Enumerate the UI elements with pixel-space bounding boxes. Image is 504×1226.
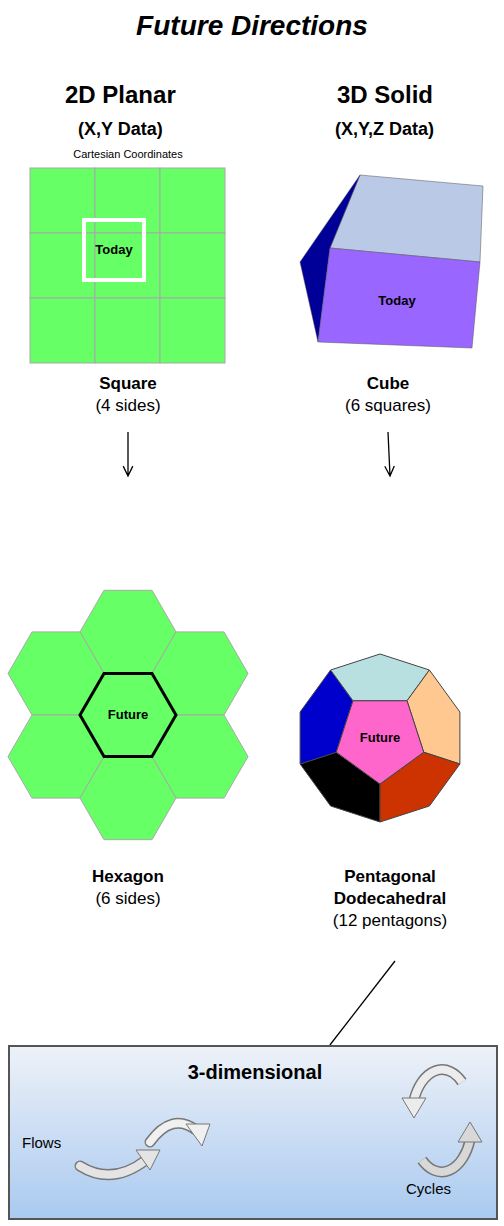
node-text: (6 squares)	[290, 395, 486, 417]
node-text: Future	[360, 730, 400, 747]
down-arrow	[385, 432, 395, 476]
front-pentagon	[336, 701, 423, 784]
center-hexagon	[80, 673, 176, 756]
leader-line	[330, 961, 395, 1045]
cube-group: Cube(6 squares) Today	[290, 165, 486, 428]
node-text: Hexagon	[0, 866, 256, 888]
node-text: Future	[108, 707, 148, 724]
node-text: (6 sides)	[0, 888, 256, 910]
flows-label: Flows	[22, 1134, 61, 1151]
node-text: (4 sides)	[20, 395, 236, 417]
node-text: Today	[378, 293, 415, 310]
node-text: Cube	[290, 373, 486, 395]
node-text: Pentagonal Dodecahedral	[315, 866, 465, 910]
square-group: Cartesian CoordinatesSquare(4 sides) Toda…	[20, 145, 236, 428]
column-subheading: (X,Y Data)	[78, 119, 163, 140]
cycles-arrows	[402, 1070, 482, 1172]
cube-front-face: Today	[352, 283, 442, 319]
square-grid	[30, 168, 225, 363]
hexagon-cluster	[8, 590, 248, 839]
diagram-title: Future Directions	[0, 10, 504, 42]
cube-figure	[300, 175, 483, 348]
column-subheading: (X,Y,Z Data)	[335, 119, 434, 140]
cycles-label: Cycles	[406, 1180, 451, 1197]
future-pentagon: Future	[345, 723, 415, 753]
node-text: 3-dimensional	[10, 1059, 500, 1085]
future-hexagon: Future	[88, 695, 168, 735]
node-text: Square	[20, 373, 236, 395]
dodecahedron-figure	[300, 654, 460, 822]
dodecahedron-group: Pentagonal Dodecahedral(12 pentagons) Fut…	[290, 480, 490, 955]
column-heading: 2D Planar	[65, 81, 176, 109]
node-text: (12 pentagons)	[290, 910, 490, 932]
node-text: Cartesian Coordinates	[20, 147, 236, 161]
node-text: Today	[95, 242, 132, 259]
flows-arrows	[80, 1123, 210, 1174]
hexagon-cell	[80, 757, 176, 840]
column-heading: 3D Solid	[337, 81, 433, 109]
down-arrow	[123, 432, 133, 476]
hexagon-group: Hexagon(6 sides) Future	[0, 480, 256, 930]
today-cell: Today	[82, 218, 146, 282]
